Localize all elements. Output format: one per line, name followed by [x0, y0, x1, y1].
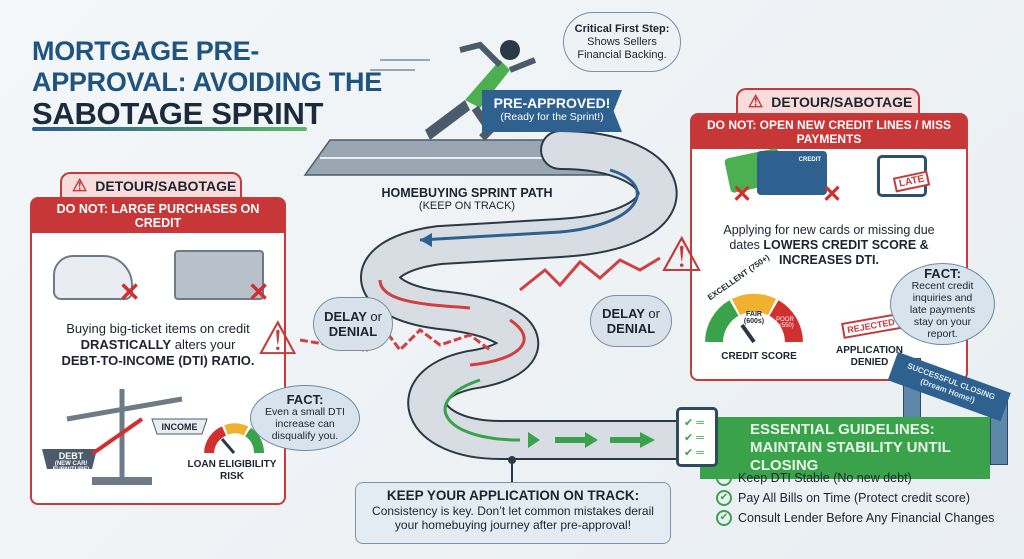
left-detour-panel: DO NOT: LARGE PURCHASES ON CREDIT ✕ ✕ Bu… [30, 197, 286, 505]
gauge-poor-label: POOR (<550) [776, 317, 794, 329]
x-icon: ✕ [247, 277, 270, 307]
scale-icon [42, 389, 208, 485]
warning-icon: ⚠ [660, 229, 704, 282]
warning-icon: ⚠ [257, 312, 299, 364]
guidelines-list: ✔Keep DTI Stable (No new debt) ✔Pay All … [716, 468, 994, 528]
title-underline [32, 127, 307, 131]
credit-score-gauge-icon [705, 293, 803, 344]
x-icon: ✕ [118, 277, 141, 307]
x-icon: ✕ [822, 181, 843, 208]
keep-on-track-callout: KEEP YOUR APPLICATION ON TRACK: Consiste… [355, 482, 671, 544]
gauge-fair-label: FAIR (600s) [743, 311, 765, 325]
debt-label: DEBT(NEW CAR/ FURNITURE) [52, 451, 90, 473]
furniture-icon: ✕ [173, 250, 270, 307]
late-stamp: LATE [892, 170, 931, 193]
credit-card-icon: CREDIT [757, 151, 827, 195]
right-panel-text: Applying for new cards or missing due da… [723, 223, 935, 267]
credit-score-label: CREDIT SCORE [721, 351, 797, 362]
left-detour-tab: ⚠ DETOUR/SABOTAGE [60, 172, 242, 198]
left-fact-bubble: FACT:Even a small DTI increase can disqu… [250, 385, 360, 451]
application-denied-label: APPLICATION DENIED [835, 345, 904, 368]
clipboard-checklist-icon: ✔ ═✔ ═✔ ═ [676, 407, 718, 467]
right-detour-panel: DO NOT: OPEN NEW CREDIT LINES / MISS PAY… [690, 113, 968, 381]
warning-icon: ⚠ [72, 176, 88, 195]
page-title: MORTGAGE PRE- APPROVAL: AVOIDING THE SAB… [32, 36, 382, 131]
risk-gauge-icon [204, 423, 264, 454]
track-label: HOMEBUYING SPRINT PATH (KEEP ON TRACK) [381, 186, 553, 212]
guideline-item: ✔Consult Lender Before Any Financial Cha… [716, 508, 994, 528]
right-detour-tab: ⚠ DETOUR/SABOTAGE [736, 88, 920, 114]
left-panel-text: Buying big-ticket items on credit DRASTI… [61, 321, 255, 368]
income-label: INCOME [161, 422, 198, 432]
guideline-item: ✔Pay All Bills on Time (Protect credit s… [716, 488, 994, 508]
check-circle-icon: ✔ [716, 510, 732, 526]
right-fact-bubble: FACT:Recent credit inquiries and late pa… [890, 263, 995, 345]
car-icon: ✕ [52, 255, 141, 307]
calendar-icon: LATE [877, 155, 931, 197]
x-icon: ✕ [732, 181, 753, 208]
loan-risk-label: LOAN ELIGIBILITY RISK [187, 459, 277, 482]
thought-bubble: Critical First Step: Shows Sellers Finan… [563, 12, 681, 72]
check-circle-icon: ✔ [716, 490, 732, 506]
guidelines-banner: ESSENTIAL GUIDELINES:MAINTAIN STABILITY … [700, 417, 990, 479]
guideline-item: ✔Keep DTI Stable (No new debt) [716, 468, 994, 488]
pre-approved-flag: PRE-APPROVED! (Ready for the Sprint!) [482, 90, 622, 132]
check-circle-icon: ✔ [716, 470, 732, 486]
warning-icon: ⚠ [748, 92, 764, 111]
